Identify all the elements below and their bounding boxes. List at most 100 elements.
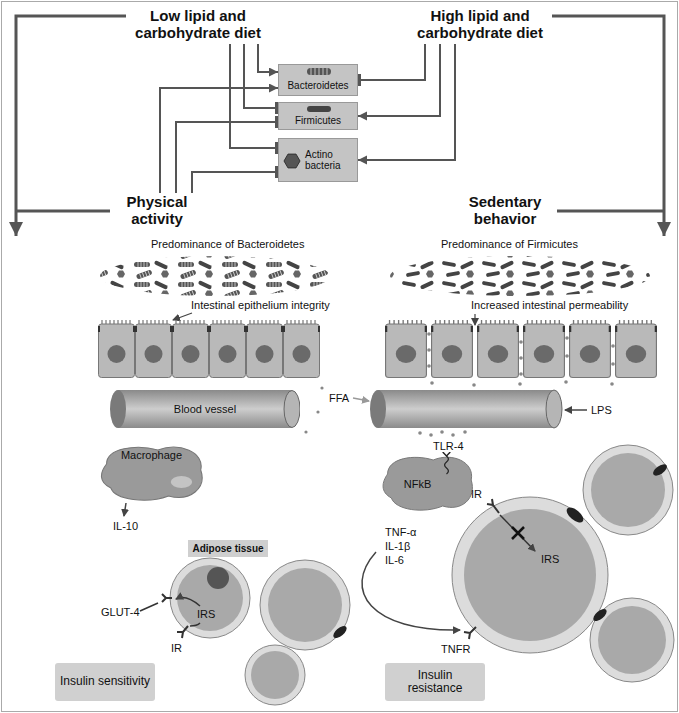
signal-line — [176, 598, 200, 606]
annotation-label: Predominance of Bacteroidetes — [150, 238, 305, 250]
leaking-particles — [610, 382, 614, 386]
shape-part — [118, 390, 292, 428]
adipocyte — [591, 607, 608, 623]
epithelium-cells — [135, 320, 172, 378]
leaking-particles — [320, 386, 323, 389]
annotation-label: TNF-α — [384, 526, 417, 538]
connector-line — [358, 44, 425, 80]
input-arrow — [565, 409, 587, 411]
blood-vessel: Blood vessel — [110, 390, 300, 428]
epithelium-cells — [385, 320, 427, 378]
leaking-particles — [611, 344, 615, 348]
adipocyte — [583, 445, 673, 535]
signal-line — [512, 527, 524, 539]
annotation-label: IRS — [540, 553, 560, 565]
macrophage: NFkB — [380, 452, 475, 512]
connector-line — [230, 44, 278, 148]
leaking-particles — [427, 364, 431, 368]
adipocyte — [452, 497, 608, 653]
leaking-particles — [451, 433, 455, 437]
bacteria-cluster — [100, 256, 650, 296]
node-text: Bacteroidetes — [287, 80, 348, 91]
bacteria-cluster — [100, 256, 330, 296]
connector-line — [258, 44, 278, 72]
receptor — [177, 626, 188, 638]
connector-line — [160, 88, 278, 193]
adipocyte — [564, 505, 586, 526]
blood-vessel — [370, 390, 386, 428]
epithelium-cells — [98, 320, 657, 378]
input-arrow — [124, 503, 126, 516]
inhibition-connector — [358, 44, 425, 86]
leaking-particles — [519, 372, 523, 376]
shape-part — [110, 390, 126, 428]
inhibition-bar — [358, 74, 361, 86]
adipocyte — [464, 509, 596, 641]
leaking-particles — [430, 381, 434, 385]
node-text: Actino bacteria — [305, 149, 354, 171]
diet-text: High lipid and carbohydrate diet — [410, 6, 550, 44]
adipocyte — [268, 568, 342, 642]
annotation-label: Increased intestinal permeability — [470, 299, 629, 311]
connector-line — [244, 44, 278, 108]
adipocyte — [177, 565, 243, 631]
pathway-arrow — [552, 16, 664, 236]
bacteria-box: Actino bacteria — [278, 138, 358, 182]
node-text: Insulin resistance — [389, 669, 481, 696]
node-text: Adipose tissue — [192, 543, 263, 554]
adipocyte — [260, 560, 350, 650]
adipocyte — [207, 567, 229, 589]
connector-line — [176, 122, 278, 193]
epithelium-cells — [569, 320, 611, 378]
receptor — [464, 627, 476, 639]
diet-text: Low lipid and carbohydrate diet — [128, 6, 268, 44]
leaking-particles — [565, 336, 569, 340]
bacteria-box: Firmicutes — [278, 102, 358, 130]
epithelium-cells — [209, 320, 246, 378]
epithelium-cells — [246, 320, 283, 378]
node-text: Sedentary behavior — [455, 194, 555, 228]
shape-part — [443, 452, 451, 456]
shape-part — [307, 68, 331, 75]
node-text: Blood vessel — [174, 403, 236, 415]
adipocyte — [598, 606, 666, 674]
input-arrow — [353, 398, 369, 401]
leaking-particles — [427, 348, 431, 352]
cytokine-arrow — [362, 552, 460, 630]
epithelium-cells — [523, 320, 565, 378]
epithelium-cells — [98, 320, 135, 378]
annotation-label: LPS — [590, 404, 613, 416]
pathway-arrow — [16, 16, 664, 236]
inhibition-connector — [176, 116, 278, 193]
arrow-connector — [258, 44, 278, 72]
shape-part — [307, 106, 331, 112]
leader-line — [173, 313, 192, 320]
pathway-arrow — [557, 210, 664, 213]
adipocyte — [331, 624, 348, 640]
leaking-particles — [418, 431, 422, 435]
signal-line — [500, 515, 535, 551]
blood-vessel — [370, 390, 562, 428]
leaking-particles — [519, 340, 523, 344]
blood-vessel — [546, 390, 562, 428]
connector-line — [358, 44, 440, 116]
leaking-particles — [440, 430, 444, 434]
annotation-label: IR — [170, 642, 183, 654]
leaking-particles — [564, 380, 568, 384]
behavior-text: Sedentary behavior — [455, 193, 555, 229]
signal-line — [190, 623, 200, 626]
pathway-arrow — [16, 210, 110, 213]
shape-part — [383, 457, 472, 510]
adipocyte — [170, 445, 674, 705]
leaking-particles — [429, 433, 433, 437]
epithelium-cells — [477, 320, 519, 378]
shape-part — [284, 391, 300, 428]
arrow-connector — [358, 44, 455, 160]
leaking-particles — [611, 362, 615, 366]
outcome-box: Insulin resistance — [385, 663, 485, 701]
leaking-particles — [565, 354, 569, 358]
cytokine-arrow — [362, 552, 460, 630]
